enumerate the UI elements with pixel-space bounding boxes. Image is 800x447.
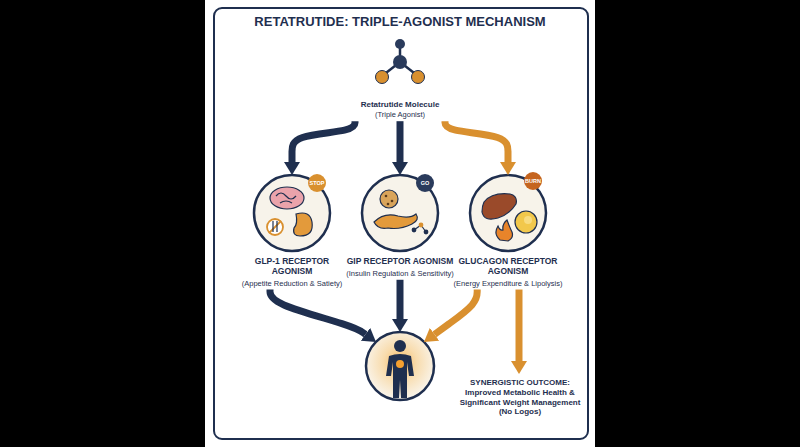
flow-arrow [397,121,404,162]
outcome-node: SYNERGISTIC OUTCOME:Improved Metabolic H… [362,328,584,417]
node-heading: Retatrutide Molecule [325,100,475,109]
flow-arrow [435,290,478,335]
receptor-circles [254,175,546,251]
node-description: (Appetite Reduction & Satiety) [237,279,347,288]
status-badge: BURN [524,172,542,190]
flow-arrow [445,121,508,162]
receptor-node: GLUCAGON RECEPTOR AGONISM (Energy Expendi… [453,175,563,288]
receptor-node: GIP RECEPTOR AGONISM (Insulin Regulation … [345,175,455,278]
molecule-node: Retatrutide Molecule(Triple Agonist) [325,100,475,119]
flow-arrow [292,121,355,162]
node-heading: GIP RECEPTOR AGONISM [345,257,455,267]
receptor-node: GLP-1 RECEPTOR AGONISM (Appetite Reductio… [237,175,347,288]
flow-arrow [516,290,523,361]
molecule-icon [376,39,425,84]
flow-arrow [397,280,404,319]
liver-fat-icon [482,194,537,241]
node-description: Improved Metabolic Health & Significant … [456,388,584,417]
node-heading: GLP-1 RECEPTOR AGONISM [237,257,347,277]
brain-stomach-icon [267,187,312,236]
node-description: (Triple Agonist) [325,110,475,119]
diagram-title: RETATRUTIDE: TRIPLE-AGONIST MECHANISM [205,14,595,29]
node-description: (Insulin Regulation & Sensitivity) [345,269,455,278]
status-badge: GO [416,174,434,192]
node-heading: GLUCAGON RECEPTOR AGONISM [453,257,563,277]
panel-border [214,8,588,439]
flow-arrow [270,290,365,335]
node-description: (Energy Expenditure & Lipolysis) [453,279,563,288]
pancreas-icon [374,190,428,234]
node-heading: SYNERGISTIC OUTCOME: [456,378,584,387]
human-figure [366,332,434,400]
status-badge: STOP [308,174,326,192]
panel [205,0,595,447]
